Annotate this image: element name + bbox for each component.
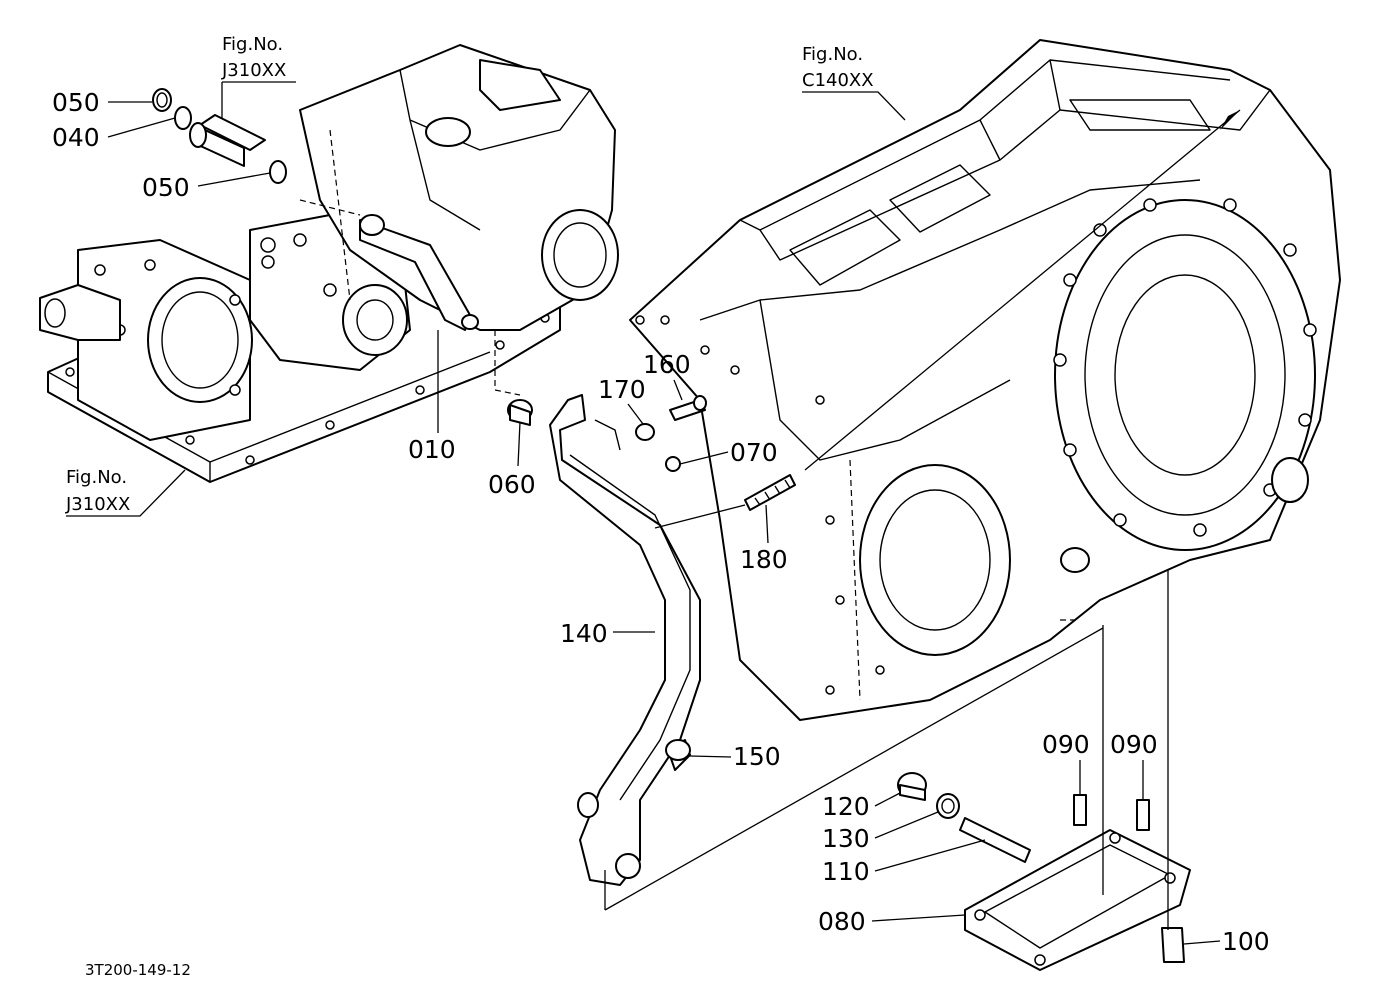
part-label-060: 060 bbox=[488, 470, 536, 499]
part-label-140: 140 bbox=[560, 619, 608, 648]
cover-plate-drawing bbox=[897, 772, 1191, 971]
fig-ref-bottom-left-line1: Fig.No. bbox=[66, 467, 127, 488]
part-label-070: 070 bbox=[730, 438, 778, 467]
hydraulic-housing-drawing bbox=[39, 44, 619, 483]
fig-ref-top-left-line2: J310XX bbox=[221, 60, 286, 81]
part-label-130: 130 bbox=[822, 824, 870, 853]
fig-ref-top-right-line2: C140XX bbox=[802, 70, 874, 91]
part-label-100: 100 bbox=[1222, 927, 1270, 956]
part-label-050-lower: 050 bbox=[142, 173, 190, 202]
part-label-150: 150 bbox=[733, 742, 781, 771]
part-label-040: 040 bbox=[52, 123, 100, 152]
part-label-090-left: 090 bbox=[1042, 730, 1090, 759]
part-label-120: 120 bbox=[822, 792, 870, 821]
part-label-160: 160 bbox=[643, 350, 691, 379]
diagram-code: 3T200-149-12 bbox=[85, 961, 191, 979]
part-label-170: 170 bbox=[598, 375, 646, 404]
transmission-case-drawing bbox=[629, 39, 1341, 721]
figure-reference-bottom-left: Fig.No. J310XX bbox=[65, 467, 186, 517]
lever-assembly-drawing bbox=[507, 394, 796, 886]
figure-reference-top-left: Fig.No. J310XX bbox=[221, 34, 296, 118]
part-label-010: 010 bbox=[408, 435, 456, 464]
part-label-110: 110 bbox=[822, 857, 870, 886]
part-callouts: 050 040 050 010 060 170 160 070 180 140 … bbox=[52, 88, 1270, 956]
fig-ref-bottom-left-line2: J310XX bbox=[65, 494, 130, 515]
figure-reference-top-right: Fig.No. C140XX bbox=[802, 44, 906, 121]
part-label-180: 180 bbox=[740, 545, 788, 574]
part-label-090-right: 090 bbox=[1110, 730, 1158, 759]
part-label-050-top: 050 bbox=[52, 88, 100, 117]
fig-ref-top-left-line1: Fig.No. bbox=[222, 34, 283, 55]
fig-ref-top-right-line1: Fig.No. bbox=[802, 44, 863, 65]
part-label-080: 080 bbox=[818, 907, 866, 936]
assembly-lines bbox=[604, 109, 1241, 930]
